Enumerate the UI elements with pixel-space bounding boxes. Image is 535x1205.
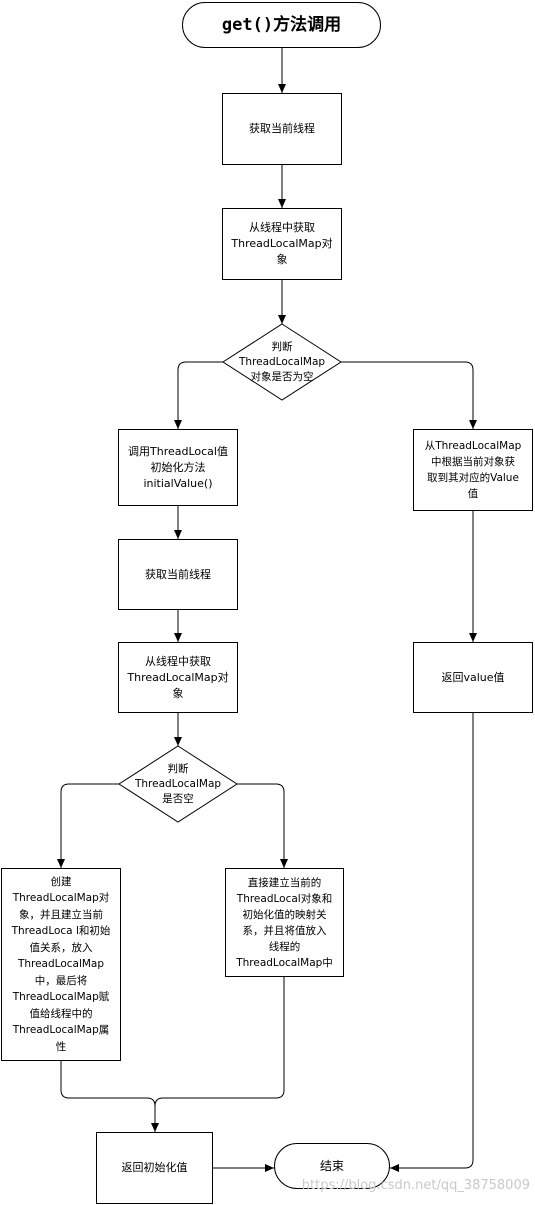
arrow-decision-to-value: [341, 361, 477, 429]
return-value-box: 返回value值: [413, 642, 533, 713]
get-current-thread-box-1: 获取当前线程: [222, 93, 342, 165]
decision-map-empty-label: 判断 ThreadLocalMap 是否空: [134, 762, 222, 805]
get-map-from-thread-box-2: 从线程中获取 ThreadLocalMap对 象: [118, 642, 238, 713]
arrow-decision2-to-put: [237, 783, 288, 868]
arrow-create-merge: [60, 1061, 159, 1132]
start-terminal: get()方法调用: [182, 2, 381, 48]
get-current-thread-box-2: 获取当前线程: [118, 539, 238, 610]
watermark-text: https://blog.csdn.net/qq_38758009: [301, 1178, 530, 1193]
arrow-decision2-to-create: [57, 783, 119, 868]
arrow-decision-to-initial: [174, 361, 223, 429]
end-terminal: 结束: [274, 1143, 390, 1189]
arrow-return-to-end: [390, 713, 474, 1172]
decision-diamond-2: [118, 745, 238, 823]
call-initial-value-box: 调用ThreadLocal值 初始化方法 initialValue(): [118, 429, 238, 506]
decision-diamond-1: [222, 323, 342, 401]
create-map-box: 创建 ThreadLocalMap对 象，并且建立当前 ThreadLoca l…: [1, 868, 121, 1061]
get-map-from-thread-box-1: 从线程中获取 ThreadLocalMap对 象: [222, 208, 342, 280]
decision-map-is-null-label: 判断 ThreadLocalMap 对象是否为空: [238, 340, 326, 383]
return-initial-value-box: 返回初始化值: [96, 1132, 213, 1204]
get-value-from-map-box: 从ThreadLocalMap 中根据当前对象获 取到其对应的Value 值: [413, 429, 533, 511]
arrow-put-merge: [154, 977, 285, 1107]
put-into-map-box: 直接建立当前的 ThreadLocal对象和 初始化值的映射关 系，并且将值放入…: [225, 868, 344, 977]
